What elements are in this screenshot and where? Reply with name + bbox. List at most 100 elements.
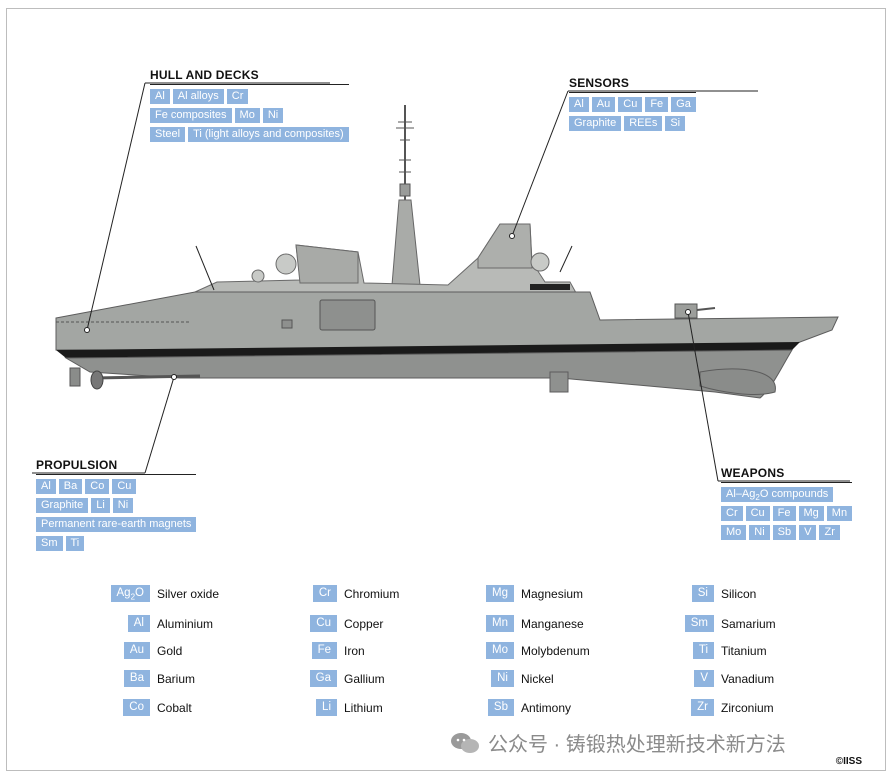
legend-name: Aluminium — [157, 616, 214, 631]
legend-item: Li Lithium — [316, 699, 383, 716]
material-chip: Al — [36, 479, 56, 494]
legend-item: Mg Magnesium — [486, 585, 583, 602]
material-chip: Sm — [36, 536, 63, 551]
material-chip: Ti (light alloys and composites) — [188, 127, 349, 142]
waterline — [56, 342, 800, 358]
legend-name: Samarium — [721, 616, 776, 631]
material-chip: Mo — [234, 108, 260, 123]
material-chip: V — [799, 525, 817, 540]
legend-code: Ga — [309, 670, 337, 687]
material-chip: Cr — [226, 89, 249, 104]
material-chip: Graphite — [36, 498, 89, 513]
chat-icon — [451, 732, 479, 753]
figure-frame — [6, 8, 886, 771]
legend-item: V Vanadium — [694, 670, 774, 687]
material-chip: Mn — [826, 506, 853, 521]
sensors-rule — [569, 92, 696, 93]
propulsion-title: PROPULSION — [36, 458, 118, 472]
legend-code: Ti — [692, 642, 714, 659]
legend-name: Copper — [344, 616, 384, 631]
radome-aft — [530, 252, 550, 272]
material-chip: Cu — [618, 97, 643, 112]
hull-rule — [150, 84, 349, 85]
material-chip: Ni — [262, 108, 284, 123]
material-chip: Cu — [112, 479, 137, 494]
material-chip: Ni — [749, 525, 770, 540]
material-chip: Steel — [150, 127, 186, 142]
legend-code: Mn — [486, 615, 514, 632]
legend-name: Manganese — [521, 616, 584, 631]
material-chip: Ga — [671, 97, 696, 112]
stabilizer — [549, 371, 569, 393]
material-chip: Co — [85, 479, 110, 494]
hull-and-decks-title: HULL AND DECKS — [150, 68, 259, 82]
material-chip: Ni — [112, 498, 134, 513]
material-chip: REEs — [624, 116, 663, 131]
legend-name: Cobalt — [157, 700, 192, 715]
hull-hatch — [319, 299, 376, 331]
material-chip: Al — [569, 97, 589, 112]
legend-name: Silicon — [721, 586, 757, 601]
legend-name: Magnesium — [521, 586, 584, 601]
legend-name: Vanadium — [721, 671, 775, 686]
legend-name: Gallium — [344, 671, 385, 686]
legend-code: Sb — [487, 699, 514, 716]
legend-code: Li — [316, 699, 337, 716]
radome-fore — [275, 253, 297, 275]
legend-name: Nickel — [521, 671, 554, 686]
material-chip: Al alloys — [172, 89, 224, 104]
legend-code: V — [694, 670, 714, 687]
watermark-text: 公众号 · 铸锻热处理新技术新方法 — [488, 734, 786, 756]
mast-tower — [391, 199, 421, 286]
material-chip: Ba — [58, 479, 83, 494]
legend-code: Mo — [486, 642, 514, 659]
propulsion-material-row: Permanent rare-earth magnets — [36, 517, 197, 532]
legend-code: Mg — [486, 585, 514, 602]
hull — [55, 291, 839, 351]
legend-item: Mn Manganese — [486, 615, 584, 632]
sensor-tower — [477, 223, 533, 269]
legend-name: Silver oxide — [157, 586, 220, 601]
material-chip: Cu — [745, 506, 770, 521]
legend-item: Ba Barium — [123, 670, 196, 687]
legend-name: Barium — [157, 671, 196, 686]
credit: ©IISS — [835, 756, 862, 767]
bulbous-bow — [699, 368, 776, 395]
material-chip: Li — [91, 498, 110, 513]
radome-small — [251, 269, 265, 283]
main-mast — [396, 105, 414, 200]
legend-name: Lithium — [344, 700, 383, 715]
legend-code: Ba — [123, 670, 150, 687]
leader-lines — [32, 82, 850, 482]
material-chip: Permanent rare-earth magnets — [36, 517, 197, 532]
legend-name: Chromium — [344, 586, 400, 601]
material-chip: Mg — [798, 506, 824, 521]
legend-code: Al — [127, 615, 150, 632]
rudder — [69, 367, 81, 387]
legend-name: Titanium — [721, 643, 767, 658]
